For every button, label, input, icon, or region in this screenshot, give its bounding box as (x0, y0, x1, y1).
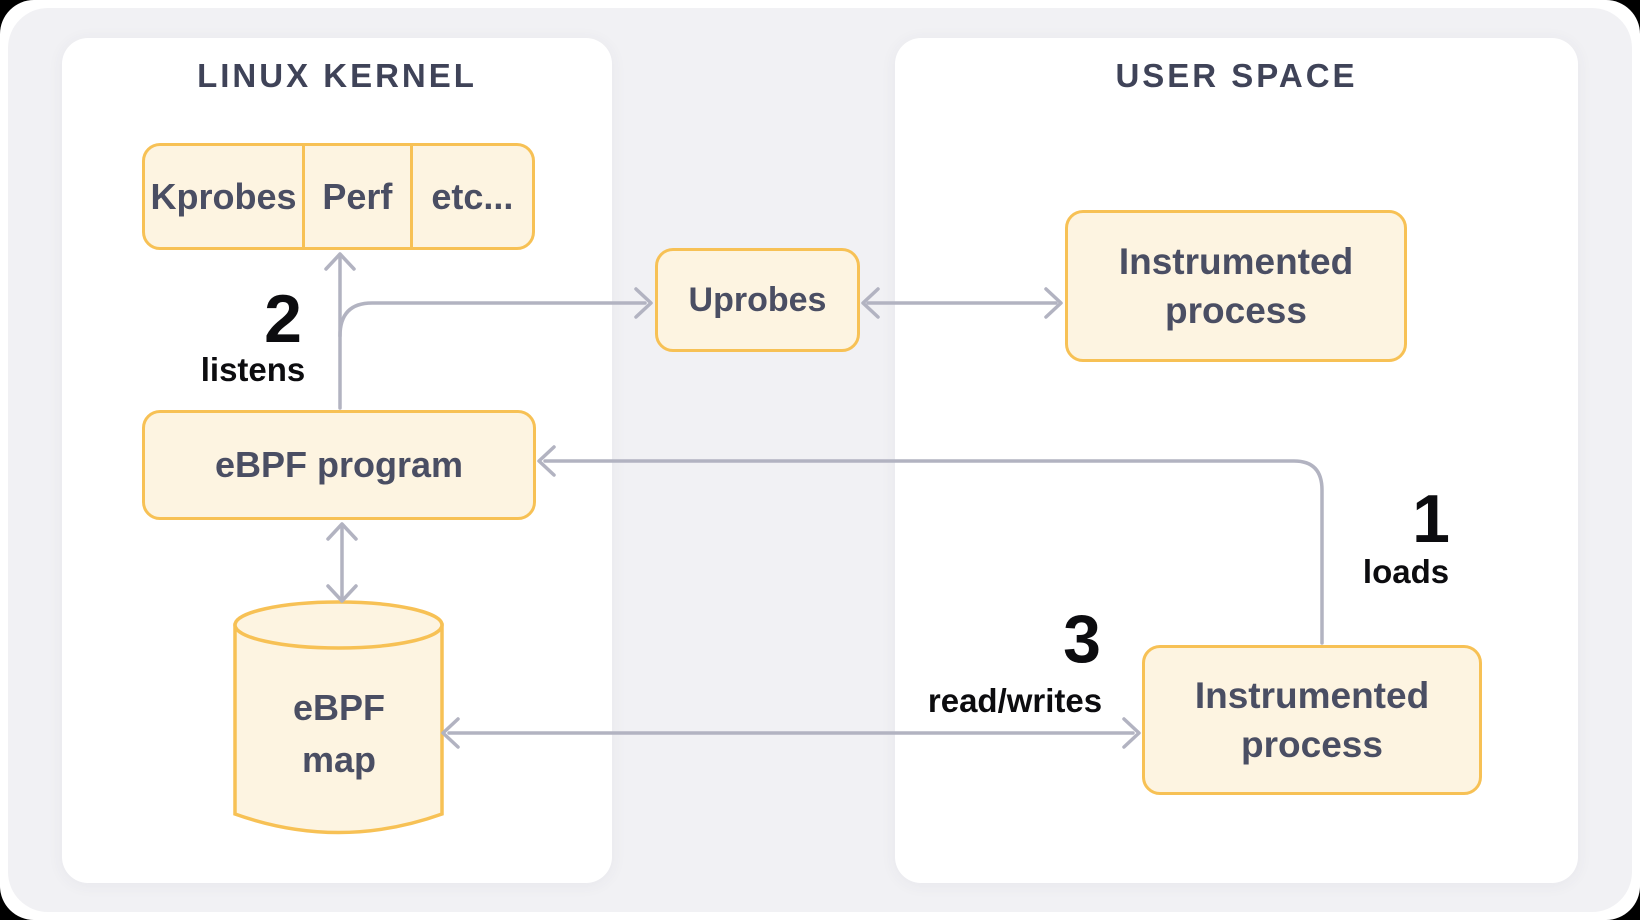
step-3-label: read/writes (927, 682, 1103, 719)
panel-title-linux-kernel: LINUX KERNEL (197, 57, 477, 94)
ebpf-program-box: eBPF program (142, 410, 536, 520)
step-2-label: listens (200, 351, 306, 388)
step-1-number: 1 (1412, 481, 1450, 557)
step-3-number: 3 (1063, 601, 1101, 677)
step-1-label: loads (1362, 553, 1450, 590)
instrumented-process-top-line2: process (1165, 290, 1307, 331)
perf-cell: Perf (302, 146, 410, 247)
instrumented-process-top-box: Instrumented process (1065, 210, 1407, 362)
step-2-number: 2 (264, 281, 302, 357)
ebpf-map-label-line2: map (301, 739, 377, 780)
etc-cell: etc... (409, 146, 532, 247)
probe-sources-box: Kprobes Perf etc... (142, 143, 535, 250)
uprobes-box: Uprobes (655, 248, 860, 352)
ebpf-program-label: eBPF program (214, 444, 464, 485)
instrumented-process-bottom-box: Instrumented process (1142, 645, 1482, 795)
instrumented-process-bottom-line1: Instrumented (1194, 675, 1430, 716)
ebpf-map-label-line1: eBPF (292, 687, 386, 728)
panel-title-user-space: USER SPACE (1115, 57, 1358, 94)
ebpf-map-label: eBPF map (236, 682, 442, 786)
instrumented-process-top-line1: Instrumented (1118, 241, 1354, 282)
instrumented-process-bottom-line2: process (1241, 724, 1383, 765)
uprobes-label: Uprobes (688, 280, 827, 319)
kprobes-cell: Kprobes (150, 175, 297, 217)
